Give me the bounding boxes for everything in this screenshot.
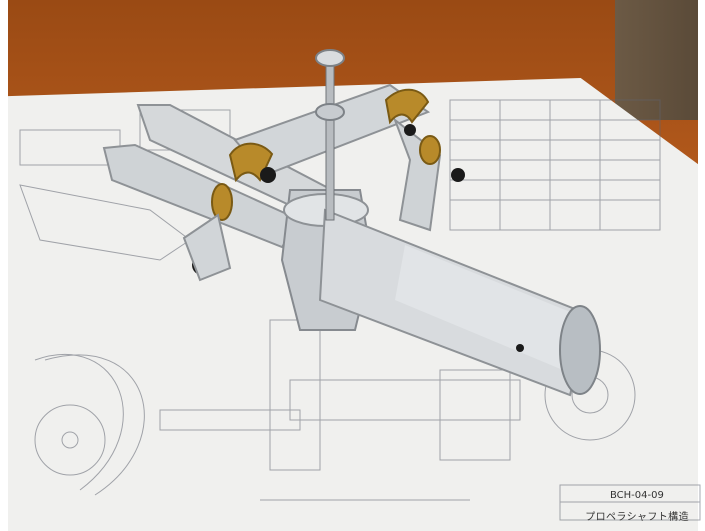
hub-assembly <box>102 49 601 397</box>
bolt-head <box>315 49 345 67</box>
main-shaft <box>325 49 335 221</box>
tube-end <box>559 305 601 395</box>
drawing-lines <box>19 99 701 521</box>
lower-clamp <box>182 213 232 282</box>
tube-highlight <box>395 245 590 375</box>
nut <box>315 103 345 121</box>
drawing-code-label: BCH-04-09 <box>610 490 664 501</box>
drawing-title: プロペラシャフト構造 <box>585 512 689 523</box>
